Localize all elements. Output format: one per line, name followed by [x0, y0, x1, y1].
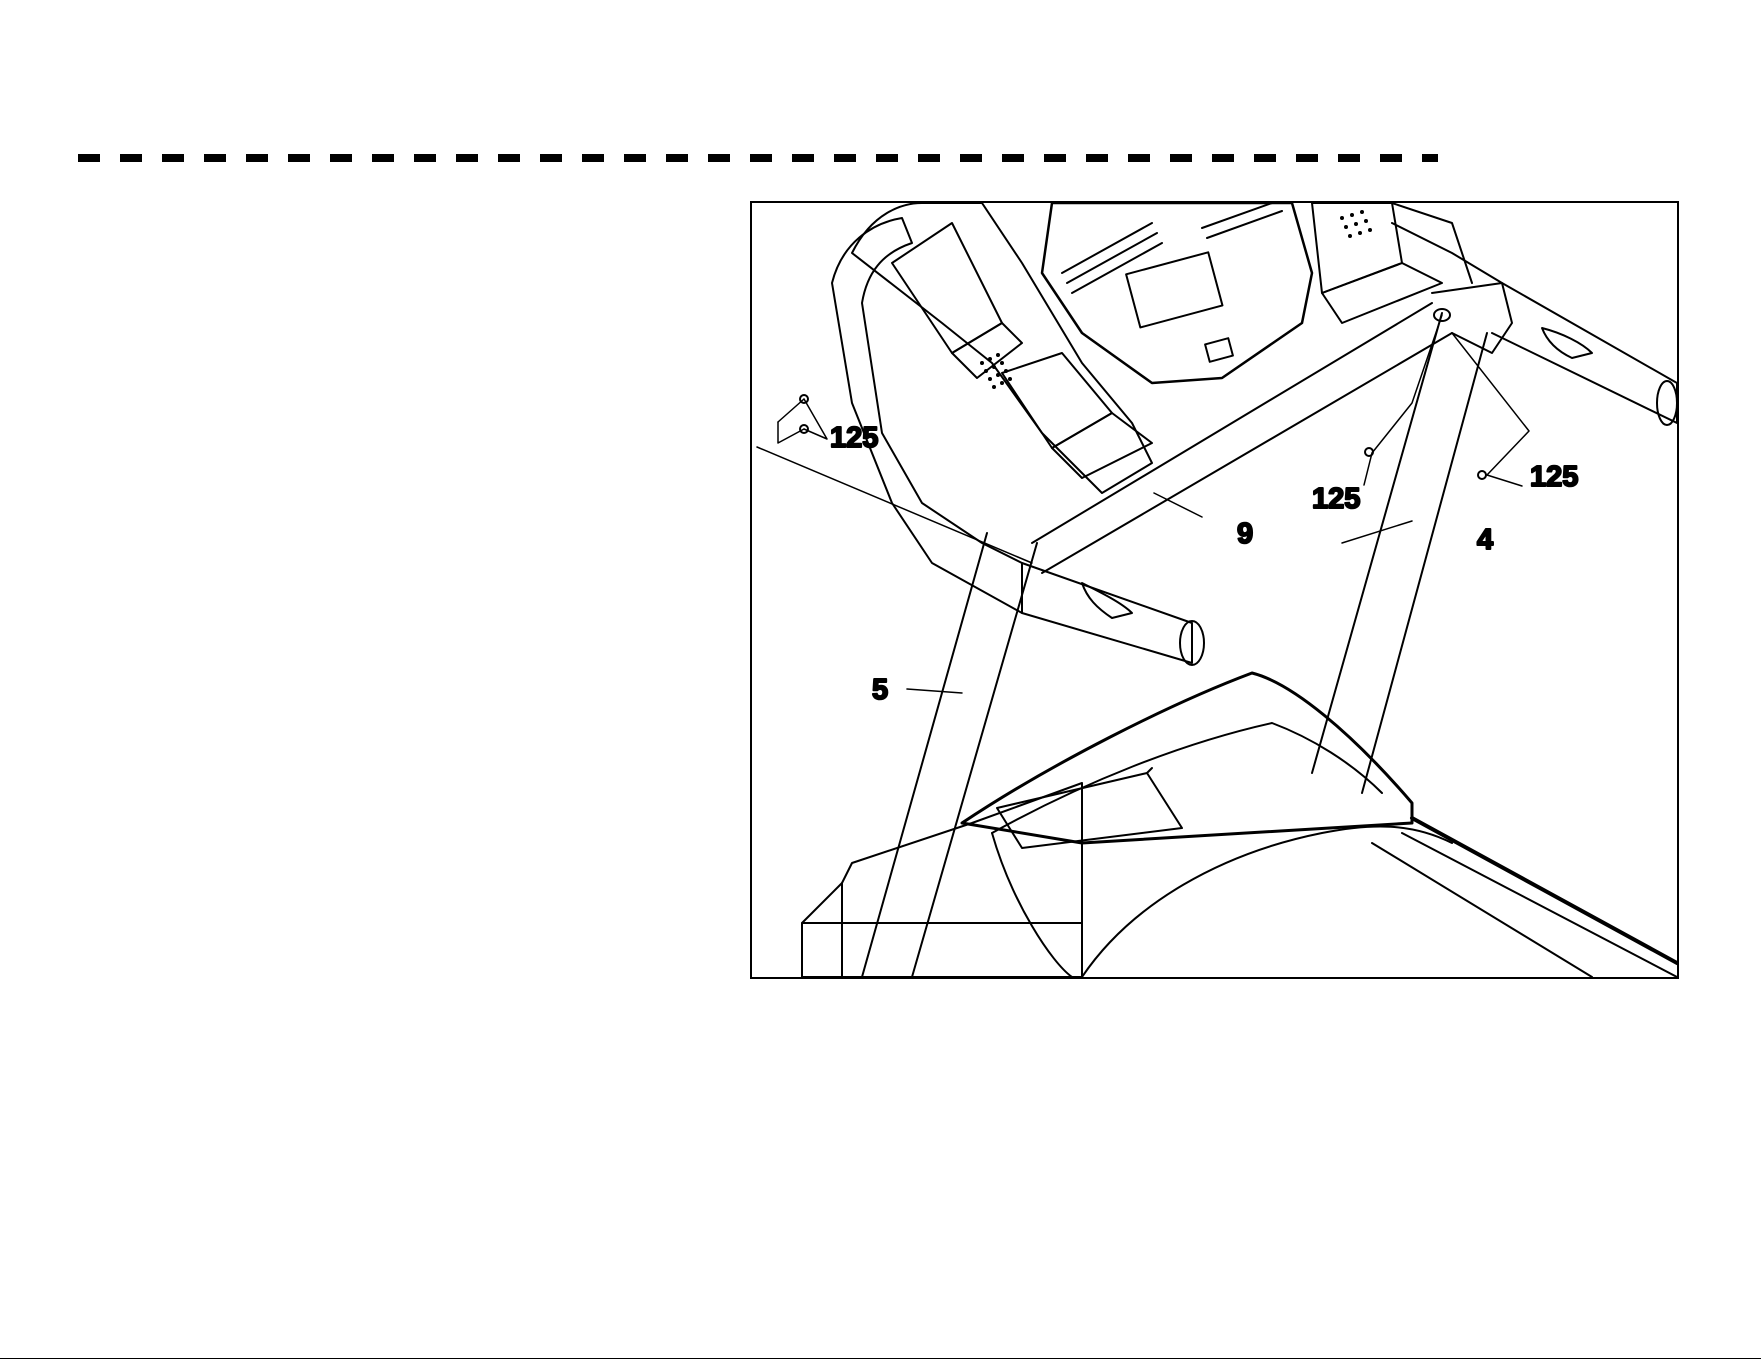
left-upright: [862, 533, 1037, 977]
console: [852, 203, 1472, 493]
right-handlebar: [1392, 223, 1677, 425]
motor-hood: [962, 673, 1452, 977]
treadmill-deck: [802, 783, 1082, 977]
assembly-figure: 125 125 125 9 4 5: [750, 201, 1679, 979]
left-handlebar: [832, 218, 1204, 665]
callout-crossbar: 9: [1237, 518, 1253, 550]
callout-right-screw: 125: [1530, 461, 1578, 493]
page-bottom-edge: [0, 1358, 1761, 1359]
callout-center-screw: 125: [1312, 483, 1360, 515]
right-upright: [1312, 313, 1487, 793]
callout-left-upright: 5: [872, 674, 888, 706]
callout-right-upright: 4: [1477, 524, 1493, 556]
side-rails: [1372, 818, 1677, 977]
callout-left-screws: 125: [830, 422, 878, 454]
section-divider-dashed: [78, 154, 1438, 162]
treadmill-diagram: 125 125 125 9 4 5: [752, 203, 1677, 977]
